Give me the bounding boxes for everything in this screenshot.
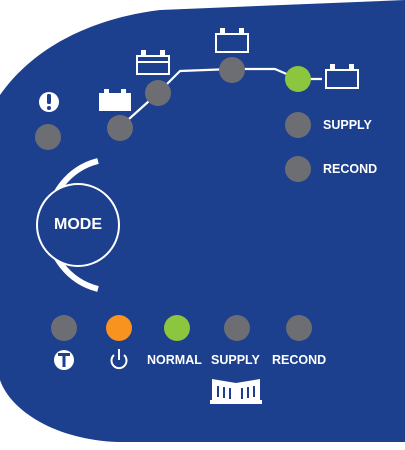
exclamation-icon bbox=[39, 92, 59, 112]
stage-1-led bbox=[107, 115, 133, 141]
supply-label: SUPPLY bbox=[211, 353, 260, 367]
battery-icon-stage-3 bbox=[215, 28, 249, 53]
normal-label: NORMAL bbox=[147, 353, 202, 367]
manual-book-icon bbox=[210, 379, 262, 404]
battery-icon-stage-5 bbox=[325, 64, 359, 89]
normal-led bbox=[164, 315, 190, 341]
mode-button-label: MODE bbox=[54, 216, 102, 233]
mode-button[interactable]: MODE bbox=[36, 183, 120, 267]
supply-mode-label: SUPPLY bbox=[323, 118, 372, 132]
power-led bbox=[106, 315, 132, 341]
power-icon bbox=[110, 349, 128, 370]
stage-4-led bbox=[219, 57, 245, 83]
error-led bbox=[35, 124, 61, 150]
recond-led bbox=[286, 315, 312, 341]
battery-icon-stage-2 bbox=[136, 50, 170, 75]
supply-led bbox=[224, 315, 250, 341]
recond-mode-label: RECOND bbox=[323, 162, 378, 176]
recond-mode-led bbox=[285, 156, 311, 182]
temperature-led bbox=[51, 315, 77, 341]
stage-2-led bbox=[145, 80, 171, 106]
stage-5-led bbox=[285, 66, 311, 92]
battery-icon-stage-1 bbox=[99, 89, 131, 111]
supply-mode-led bbox=[285, 112, 311, 138]
recond-label: RECOND bbox=[272, 353, 327, 367]
temperature-icon bbox=[54, 350, 74, 370]
